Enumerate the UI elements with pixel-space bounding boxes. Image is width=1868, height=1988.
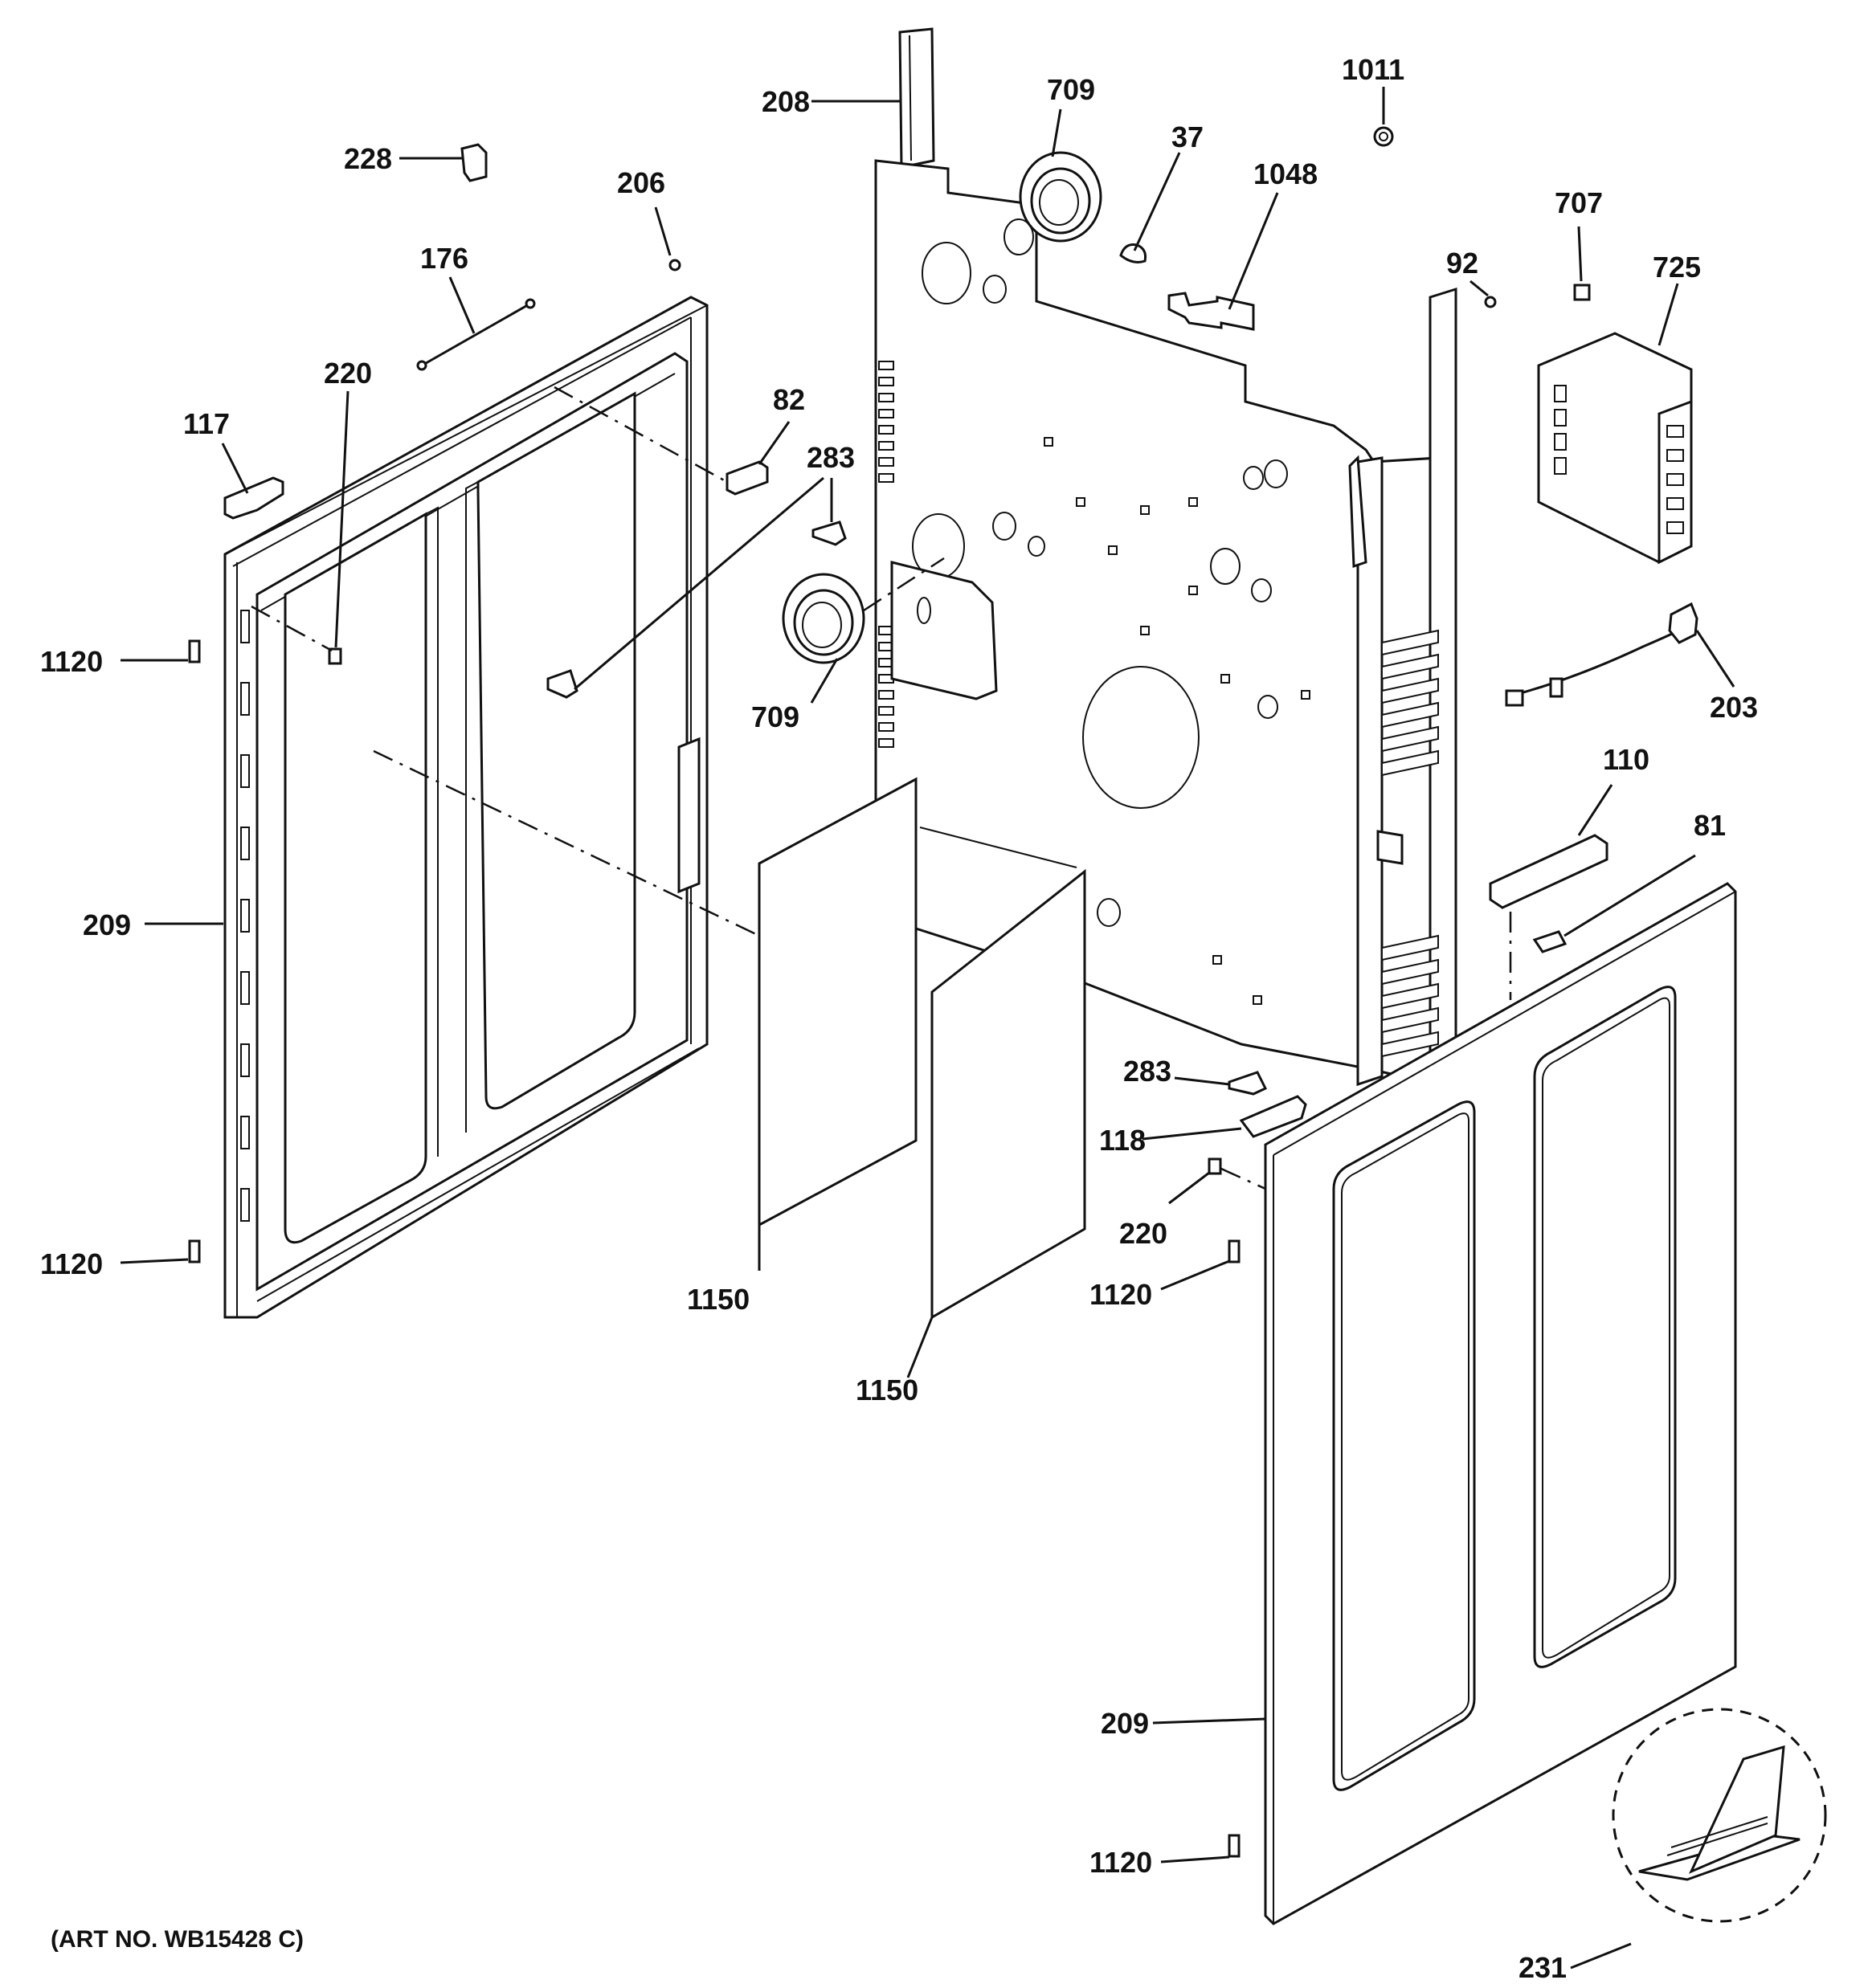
screw-206: [668, 259, 681, 271]
callout-231: 231: [1519, 1951, 1567, 1984]
tab-1120-left-bottom: [188, 1239, 201, 1263]
right-side-panel: [1264, 882, 1737, 1925]
clip-283-frame: [546, 669, 578, 699]
callout-709-mid: 709: [751, 700, 799, 733]
grommet-709-top: [1019, 151, 1102, 243]
callout-1120-right-bottom: 1120: [1089, 1846, 1152, 1879]
bracket-82: [726, 460, 769, 496]
callout-81: 81: [1694, 809, 1726, 842]
back-panel: [874, 27, 1457, 1087]
callout-1120-right-top: 1120: [1089, 1278, 1152, 1311]
callout-209-left: 209: [83, 908, 131, 941]
clip-81: [1532, 930, 1568, 953]
screw-92: [1484, 296, 1497, 308]
left-louvers: [878, 361, 894, 748]
callout-37: 37: [1171, 120, 1204, 153]
callout-228: 228: [344, 142, 392, 175]
clip-220-right: [1208, 1157, 1222, 1175]
callout-1150-right: 1150: [856, 1374, 918, 1406]
callout-117: 117: [183, 407, 230, 440]
insulation-sheet-right: [919, 827, 1086, 1320]
switch-110: [1489, 834, 1608, 909]
tab-1120-left-top: [188, 639, 201, 663]
cord-203: [1505, 602, 1698, 707]
leader-lines: [120, 87, 1735, 1970]
art-number: (ART NO. WB15428 C): [51, 1926, 304, 1953]
callout-208: 208: [762, 85, 810, 118]
callout-82: 82: [773, 383, 805, 416]
bracket-1048: [1167, 292, 1255, 331]
callout-283-right: 283: [1123, 1055, 1171, 1088]
nut-1011: [1373, 126, 1394, 147]
callout-707: 707: [1555, 186, 1603, 219]
clip-228: [460, 143, 488, 182]
callout-1048: 1048: [1253, 157, 1318, 190]
tab-1120-right-top: [1228, 1239, 1241, 1263]
callout-709-top: 709: [1047, 73, 1095, 106]
left-side-frame: [223, 296, 709, 1319]
detail-231: [1612, 1708, 1827, 1923]
callout-203: 203: [1710, 691, 1758, 724]
insulation-sheet-left: [758, 777, 918, 1227]
callout-1120-left-top: 1120: [40, 645, 103, 678]
callout-1011: 1011: [1342, 53, 1404, 86]
clip-283-right: [1228, 1071, 1268, 1096]
tab-1120-right-bottom: [1228, 1834, 1241, 1858]
callout-206: 206: [617, 166, 665, 199]
rod-176: [416, 298, 536, 371]
callout-725: 725: [1653, 251, 1701, 284]
grommet-709-mid: [782, 573, 865, 664]
callout-92: 92: [1446, 247, 1478, 280]
callout-220-right: 220: [1119, 1217, 1167, 1250]
clip-283-top: [811, 520, 847, 546]
callout-176: 176: [420, 242, 468, 275]
callout-220-left: 220: [324, 357, 372, 390]
hinge-118: [1239, 1095, 1307, 1138]
callout-1120-left-bottom: 1120: [40, 1247, 103, 1280]
callout-209-right: 209: [1101, 1707, 1149, 1740]
callout-283-top: 283: [807, 441, 855, 474]
rack-725: [1537, 332, 1693, 565]
plug-37: [1119, 243, 1147, 263]
clip-707: [1573, 284, 1591, 301]
callout-110: 110: [1603, 743, 1649, 776]
callout-118: 118: [1099, 1124, 1146, 1157]
right-louvers: [1381, 629, 1439, 1058]
clip-220-left: [328, 647, 342, 665]
hinge-117: [223, 476, 284, 520]
callout-1150-left: 1150: [687, 1283, 750, 1316]
